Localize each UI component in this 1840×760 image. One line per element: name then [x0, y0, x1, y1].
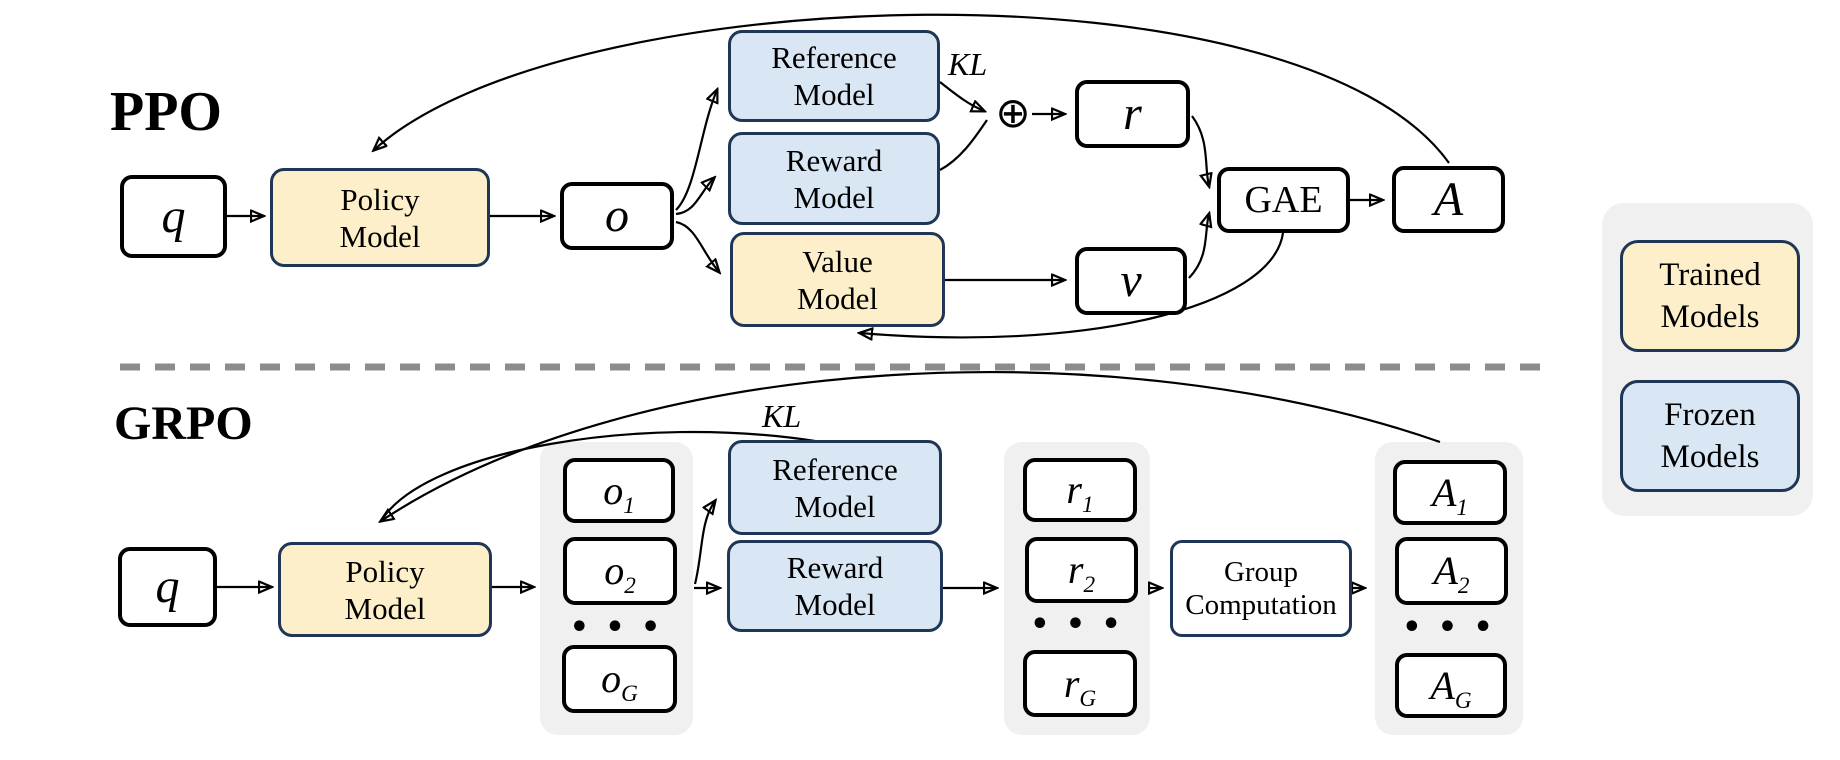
ppo-output-label: o [605, 189, 629, 242]
ppo-advantage-node: A [1392, 166, 1505, 233]
arrow-ppo-o-to-value [675, 220, 719, 272]
grpo-advantage-2-node: A2 [1395, 537, 1508, 605]
arrow-ppo-o-to-reward [675, 178, 714, 216]
ppo-reward-label-line2: Model [793, 179, 875, 215]
ppo-reference-label-line1: Reference [771, 40, 897, 75]
grpo-policy-label-line1: Policy [345, 553, 425, 589]
grpo-output-1-node: o1 [563, 458, 675, 523]
legend-frozen-label-line1: Frozen [1664, 397, 1756, 433]
ppo-policy-label-line2: Model [339, 218, 421, 254]
legend-frozen-label-line2: Models [1660, 439, 1760, 475]
ppo-advantage-label: A [1433, 172, 1464, 226]
ppo-v-label: v [1120, 254, 1142, 307]
grpo-reference-model-node: Reference Model [728, 440, 942, 535]
grpo-output-2-node: o2 [563, 537, 677, 605]
grpo-advantage-2-label: A2 [1433, 548, 1470, 599]
grpo-reward-1-node: r1 [1023, 458, 1137, 522]
grpo-reference-label-line1: Reference [772, 451, 898, 487]
ppo-value-label-line2: Model [797, 280, 878, 316]
grpo-advantage-1-node: A1 [1393, 460, 1507, 525]
line-ppo-reward-to-oplus [939, 119, 988, 171]
grpo-reward-G-node: rG [1023, 650, 1137, 717]
legend-trained-models-swatch: Trained Models [1620, 240, 1800, 352]
ppo-gae-node: GAE [1217, 167, 1350, 233]
grpo-group-computation-line1: Group [1223, 555, 1299, 588]
circle-plus-icon: ⊕ [995, 88, 1031, 137]
arrow-ppo-o-to-reference [675, 90, 717, 211]
ppo-query-label: q [161, 189, 186, 243]
grpo-group-computation-node: Group Computation [1170, 540, 1352, 637]
grpo-group-computation-line2: Computation [1185, 588, 1337, 621]
grpo-outputs-ellipsis: • • • [569, 610, 664, 645]
grpo-reward-2-node: r2 [1025, 537, 1138, 603]
grpo-policy-model-node: Policy Model [278, 542, 492, 637]
grpo-output-2-label: o2 [604, 548, 636, 599]
grpo-advantage-G-node: AG [1395, 653, 1507, 718]
ppo-reference-model-node: Reference Model [728, 30, 940, 122]
grpo-reward-1-label: r1 [1066, 467, 1094, 518]
grpo-policy-label-line2: Model [344, 590, 426, 626]
grpo-reward-label-line2: Model [794, 587, 876, 622]
ppo-kl-label: KL [948, 46, 988, 82]
grpo-output-1-label: o1 [603, 467, 635, 519]
legend-trained-label-line2: Models [1660, 299, 1760, 335]
grpo-advantage-G-label: AG [1430, 662, 1472, 714]
ppo-output-node: o [560, 182, 674, 250]
grpo-query-label: q [155, 560, 180, 613]
ppo-reward-label-line1: Reward [785, 142, 883, 178]
ppo-policy-label-line1: Policy [340, 181, 420, 217]
legend-frozen-models-swatch: Frozen Models [1620, 380, 1800, 492]
grpo-reward-G-label: rG [1063, 660, 1097, 712]
ppo-r-label: r [1123, 87, 1142, 140]
legend-trained-label-line1: Trained [1659, 257, 1761, 293]
ppo-query-node: q [120, 175, 227, 258]
grpo-rewards-ellipsis: • • • [1030, 607, 1124, 642]
grpo-advantage-1-label: A1 [1431, 469, 1469, 521]
arrow-ppo-r-to-gae [1191, 115, 1209, 186]
grpo-output-G-label: oG [601, 656, 638, 707]
ppo-value-label-line1: Value [802, 243, 873, 279]
grpo-output-G-node: oG [562, 645, 677, 713]
grpo-kl-label: KL [762, 398, 802, 434]
ppo-value-model-node: Value Model [730, 232, 945, 327]
ppo-policy-model-node: Policy Model [270, 168, 490, 267]
arrow-ppo-v-to-gae [1188, 214, 1209, 279]
arrow-ppo-reference-to-oplus [939, 81, 984, 111]
arrow-grpo-outputs-to-reference [693, 501, 715, 585]
grpo-reward-model-node: Reward Model [727, 540, 943, 632]
ppo-value-v-node: v [1075, 247, 1187, 315]
grpo-reference-label-line2: Model [794, 488, 876, 524]
grpo-reward-label-line1: Reward [786, 550, 884, 585]
grpo-query-node: q [118, 547, 217, 627]
grpo-reward-2-label: r2 [1067, 547, 1096, 598]
ppo-reward-r-node: r [1075, 80, 1190, 148]
grpo-advantages-ellipsis: • • • [1402, 610, 1496, 645]
ppo-reward-model-node: Reward Model [728, 132, 940, 225]
ppo-gae-label: GAE [1244, 179, 1323, 221]
ppo-section-title: PPO [110, 81, 222, 143]
grpo-section-title: GRPO [114, 397, 253, 450]
ppo-reference-label-line2: Model [793, 77, 875, 112]
